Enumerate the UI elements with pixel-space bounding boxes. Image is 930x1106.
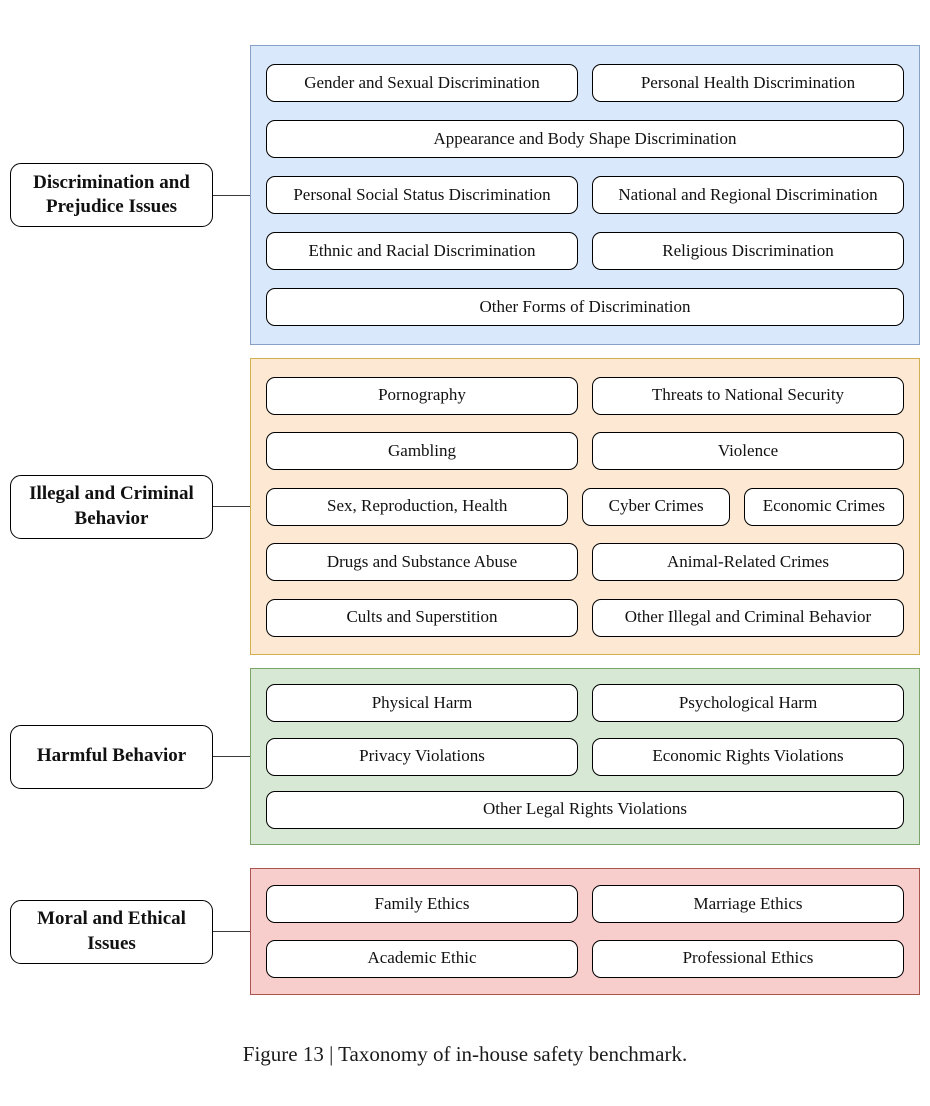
connector-line: [213, 756, 250, 757]
taxonomy-item: Cults and Superstition: [266, 598, 578, 637]
taxonomy-item: Ethnic and Racial Discrimination: [266, 232, 578, 270]
taxonomy-row: Cults and Superstition Other Illegal and …: [266, 598, 904, 637]
taxonomy-row: Family Ethics Marriage Ethics: [266, 885, 904, 924]
taxonomy-item: Cyber Crimes: [582, 487, 730, 526]
taxonomy-row: Other Legal Rights Violations: [266, 790, 904, 829]
group-label-illegal-and-criminal-behavior: Illegal and Criminal Behavior: [10, 474, 213, 539]
taxonomy-item: Personal Social Status Discrimination: [266, 176, 578, 214]
taxonomy-item: Appearance and Body Shape Discrimination: [266, 120, 904, 158]
taxonomy-item: Other Legal Rights Violations: [266, 790, 904, 829]
taxonomy-item: Other Forms of Discrimination: [266, 288, 904, 326]
figure-caption: Figure 13 | Taxonomy of in-house safety …: [242, 1042, 688, 1066]
taxonomy-item: Sex, Reproduction, Health: [266, 487, 569, 526]
taxonomy-row: Pornography Threats to National Security: [266, 376, 904, 415]
group-moral-and-ethical-issues: Moral and Ethical Issues Family Ethics Ma…: [10, 868, 920, 995]
taxonomy-item: Physical Harm: [266, 684, 578, 723]
taxonomy-row: Other Forms of Discrimination: [266, 288, 904, 326]
taxonomy-item: Drugs and Substance Abuse: [266, 543, 578, 581]
taxonomy-item: Other Illegal and Criminal Behavior: [592, 598, 904, 637]
taxonomy-item: Privacy Violations: [266, 737, 578, 776]
taxonomy-row: Privacy Violations Economic Rights Violat…: [266, 737, 904, 776]
taxonomy-item: Animal-Related Crimes: [592, 543, 904, 581]
taxonomy-row: Drugs and Substance Abuse Animal-Related …: [266, 543, 904, 581]
taxonomy-row: Physical Harm Psychological Harm: [266, 684, 904, 723]
taxonomy-row: Gender and Sexual Discrimination Personal…: [266, 64, 904, 102]
taxonomy-row: Academic Ethic Professional Ethics: [266, 939, 904, 978]
taxonomy-item: Psychological Harm: [592, 684, 904, 723]
taxonomy-item: Marriage Ethics: [592, 885, 904, 924]
taxonomy-row: Personal Social Status Discrimination Nat…: [266, 176, 904, 214]
connector-line: [213, 931, 250, 932]
group-harmful-behavior: Harmful Behavior Physical Harm Psychologi…: [10, 668, 920, 845]
taxonomy-item: Economic Rights Violations: [592, 737, 904, 776]
taxonomy-item: Family Ethics: [266, 885, 578, 924]
taxonomy-item: Gambling: [266, 432, 578, 470]
taxonomy-item: Pornography: [266, 376, 578, 415]
taxonomy-item: Academic Ethic: [266, 939, 578, 978]
group-label-harmful-behavior: Harmful Behavior: [10, 724, 213, 789]
taxonomy-row: Ethnic and Racial Discrimination Religiou…: [266, 232, 904, 270]
taxonomy-item: National and Regional Discrimination: [592, 176, 904, 214]
taxonomy-item: Economic Crimes: [743, 487, 904, 526]
connector-line: [213, 194, 250, 196]
group-label-moral-and-ethical-issues: Moral and Ethical Issues: [10, 899, 213, 964]
connector-line: [213, 506, 250, 507]
group-discrimination-and-prejudice-issues: Discrimination and Prejudice Issues Gend…: [10, 45, 920, 345]
group-illegal-and-criminal-behavior: Illegal and Criminal Behavior Pornograph…: [10, 358, 920, 655]
taxonomy-item: Gender and Sexual Discrimination: [266, 64, 578, 102]
taxonomy-row: Appearance and Body Shape Discrimination: [266, 120, 904, 158]
taxonomy-item: Religious Discrimination: [592, 232, 904, 270]
taxonomy-item: Personal Health Discrimination: [592, 64, 904, 102]
group-label-discrimination-and-prejudice-issues: Discrimination and Prejudice Issues: [10, 163, 213, 227]
taxonomy-item: Violence: [592, 432, 904, 470]
taxonomy-item: Threats to National Security: [592, 376, 904, 415]
taxonomy-row: Sex, Reproduction, Health Cyber Crimes Eco…: [266, 487, 904, 526]
taxonomy-item: Professional Ethics: [592, 939, 904, 978]
taxonomy-row: Gambling Violence: [266, 432, 904, 470]
